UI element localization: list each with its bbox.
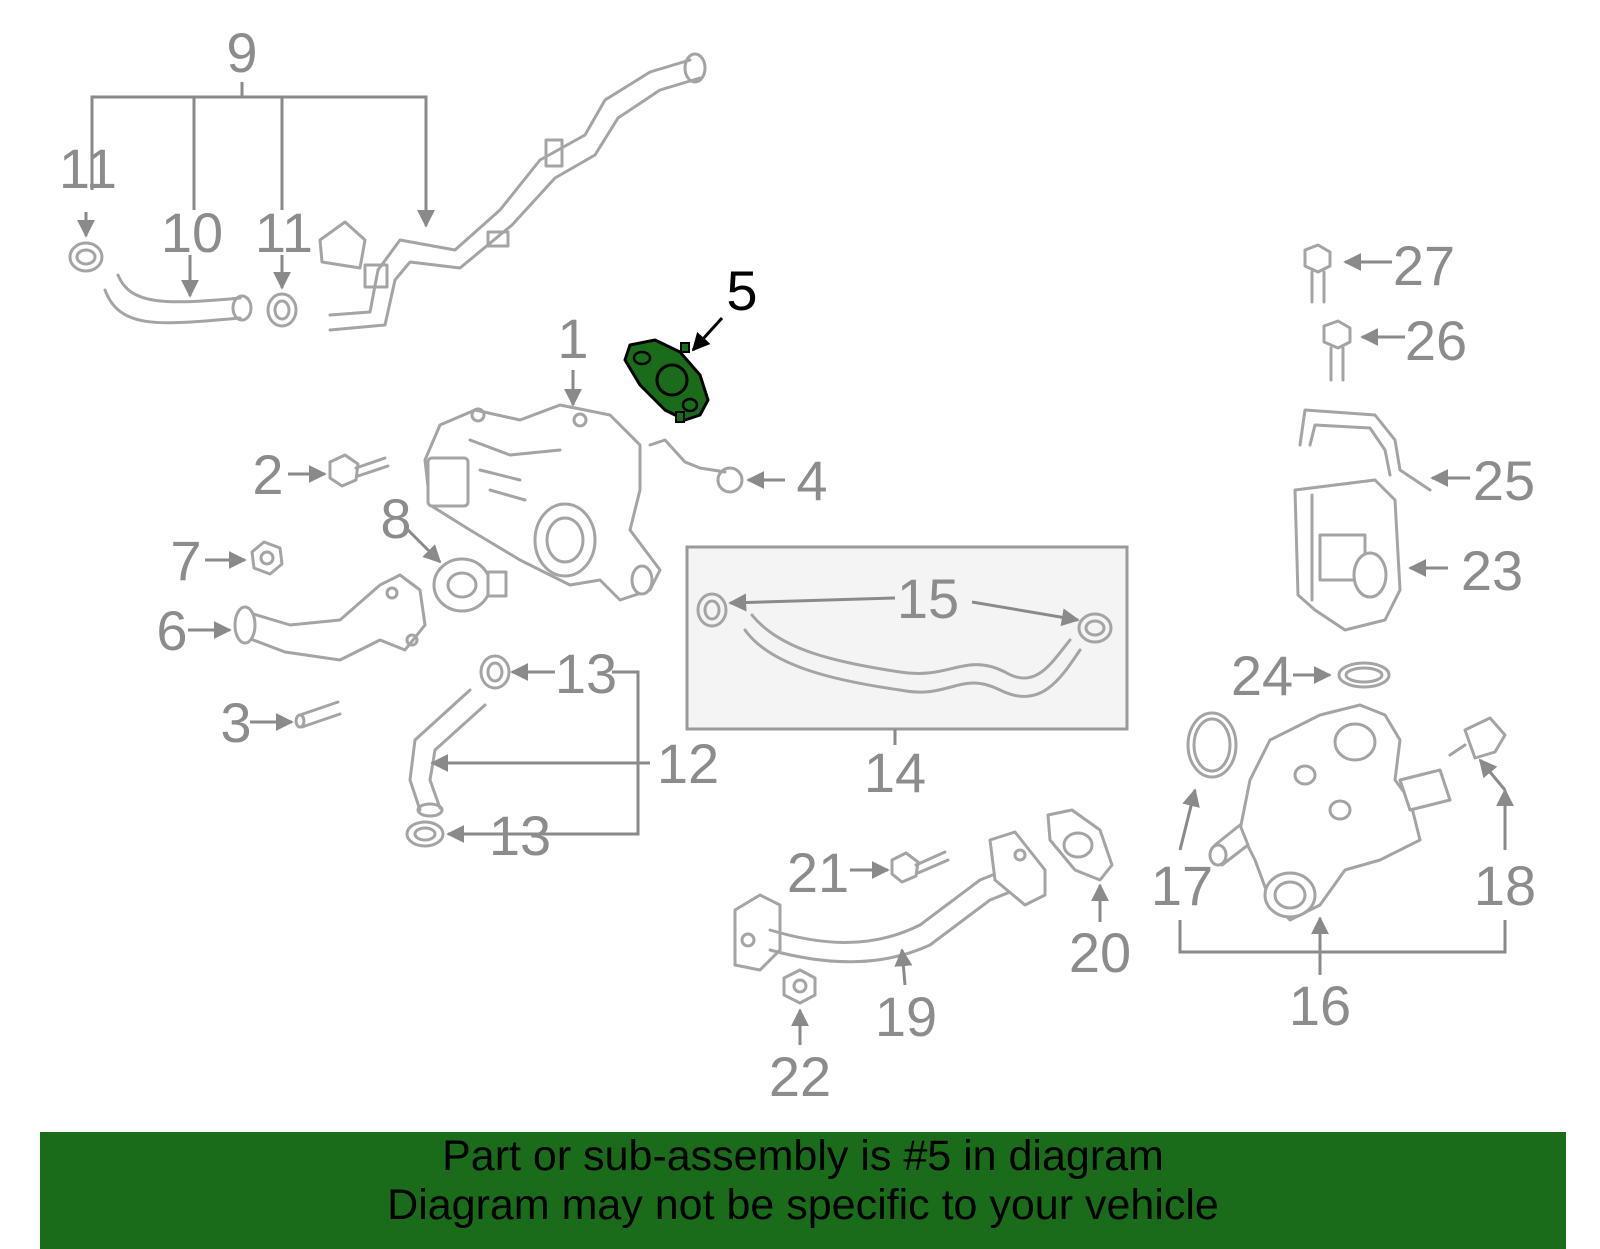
group-12-13-bracket [430,663,650,843]
part-26-bolt[interactable] [1322,319,1352,382]
label-20: 20 [1069,921,1131,984]
label-23: 23 [1461,539,1523,602]
group-9-bracket [90,82,435,228]
label-14: 14 [864,741,926,804]
part-24-o-ring[interactable] [1337,661,1391,689]
callout-labels: 9 11 10 11 5 1 2 4 8 7 15 6 13 3 12 14 1… [59,21,1536,1108]
label-3: 3 [220,691,251,754]
part-13-clamp-upper[interactable] [479,654,511,690]
part-11-clamp-right[interactable] [266,292,298,328]
label-13-lower: 13 [489,804,551,867]
part-5-gasket[interactable] [623,338,710,423]
part-7-nut[interactable] [250,540,284,576]
label-9: 9 [226,21,257,84]
part-17-gasket[interactable] [1186,711,1238,779]
part-27-bolt[interactable] [1303,243,1332,304]
part-4-pipe[interactable] [648,438,744,494]
label-27: 27 [1393,234,1455,297]
label-15: 15 [897,567,959,630]
label-11-left: 11 [59,137,117,200]
part-16-outlet-housing[interactable] [1208,703,1452,922]
label-12: 12 [657,732,719,795]
label-6: 6 [156,599,187,662]
label-2: 2 [252,443,283,506]
part-14-hose[interactable] [743,613,1082,698]
label-21: 21 [787,841,849,904]
banner-line-2: Diagram may not be specific to your vehi… [387,1181,1219,1229]
label-13-upper: 13 [555,642,617,705]
label-19: 19 [875,985,937,1048]
group-14-box [685,545,1129,745]
part-25-bracket[interactable] [1298,408,1432,492]
group-16-bracket [1178,916,1507,975]
label-26: 26 [1405,309,1467,372]
part-2-bolt[interactable] [328,453,390,488]
label-22: 22 [769,1045,831,1108]
label-16: 16 [1289,974,1351,1037]
label-25: 25 [1473,449,1535,512]
part-15-clamp-right[interactable] [1077,612,1113,644]
part-19-pipe[interactable] [733,830,1047,972]
label-17: 17 [1151,854,1213,917]
label-24: 24 [1231,644,1293,707]
part-6-inlet-pipe[interactable] [233,573,427,662]
banner-line-1: Part or sub-assembly is #5 in diagram [442,1132,1164,1180]
part-18-sensor[interactable] [1448,716,1507,760]
part-22-nut[interactable] [782,968,817,1005]
label-1: 1 [557,307,588,370]
label-7: 7 [170,529,201,592]
part-23-actuator[interactable] [1293,478,1402,632]
label-10: 10 [161,201,223,264]
part-12-hose[interactable] [408,688,487,818]
label-5: 5 [726,259,757,322]
part-8-thermostat[interactable] [432,557,508,613]
part-1-housing[interactable] [423,403,662,602]
part-13-clamp-lower[interactable] [405,820,445,848]
part-21-bolt[interactable] [890,850,950,884]
part-15-clamp-left[interactable] [696,592,728,628]
part-3-pin[interactable] [294,700,342,729]
part-11-clamp-left[interactable] [68,241,104,273]
label-11-right: 11 [255,201,313,264]
part-20-gasket[interactable] [1046,808,1114,882]
part-9-coolant-pipe[interactable] [318,52,707,332]
info-banner: Part or sub-assembly is #5 in diagram Di… [40,1132,1566,1249]
label-4: 4 [796,449,827,512]
part-10-hose[interactable] [103,273,253,325]
label-18: 18 [1474,854,1536,917]
label-8: 8 [380,487,411,550]
